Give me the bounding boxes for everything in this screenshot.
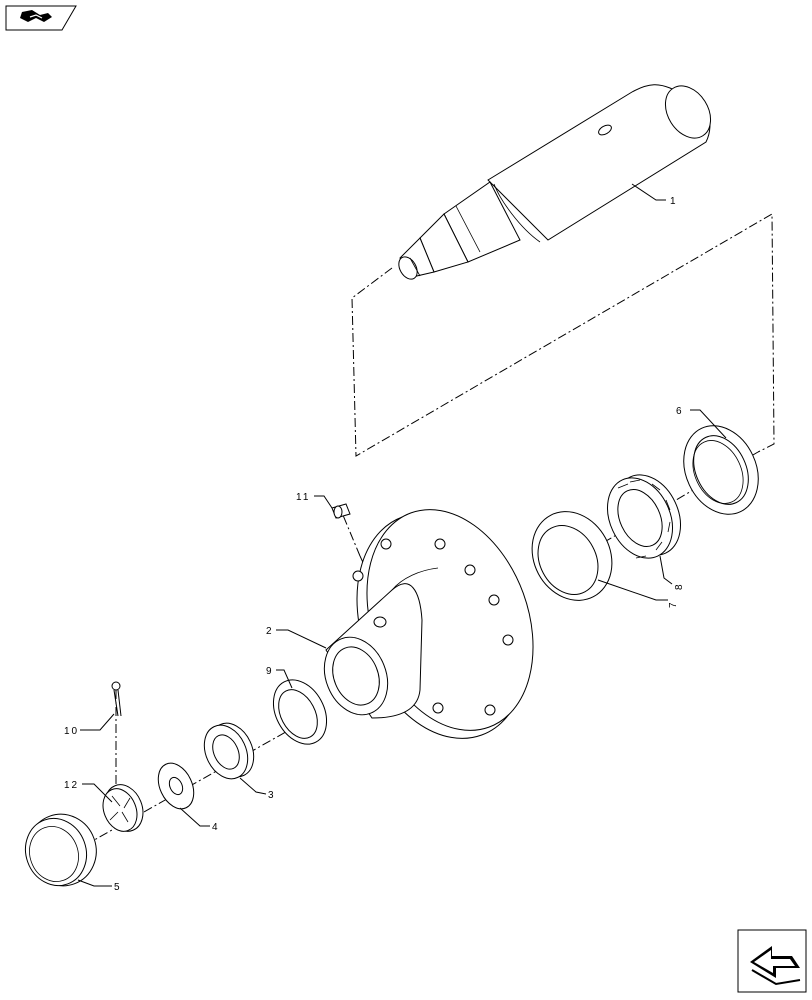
callout-labels: 1 2 3 4 5 6 7 8 9 10 11 12 <box>64 196 685 893</box>
callout-11: 11 <box>296 492 310 503</box>
seal-part-6 <box>683 425 759 515</box>
return-arrow-icon[interactable] <box>737 929 807 993</box>
bearing-cup-part-7 <box>531 511 613 601</box>
grease-fitting-part-11 <box>331 503 351 519</box>
washer-part-4 <box>157 762 195 810</box>
callout-12: 12 <box>64 780 79 791</box>
callout-6: 6 <box>676 406 684 417</box>
cotter-pin-part-10 <box>111 681 122 717</box>
callout-5: 5 <box>114 882 122 893</box>
callout-3: 3 <box>268 790 276 801</box>
callout-1: 1 <box>670 196 678 207</box>
bearing-cup-part-9 <box>272 679 328 745</box>
callout-8: 8 <box>674 582 685 590</box>
leader-lines <box>77 183 727 887</box>
callout-10: 10 <box>64 726 79 737</box>
castle-nut-part-12 <box>102 784 144 832</box>
dust-cap-part-5 <box>25 813 97 887</box>
spindle-shaft <box>398 84 712 280</box>
book-open-icon[interactable] <box>5 5 77 31</box>
bearing-cone-part-8 <box>607 474 681 559</box>
callout-4: 4 <box>212 822 220 833</box>
hub-part-2 <box>323 509 534 739</box>
callout-2: 2 <box>266 626 274 637</box>
bearing-cone-part-3 <box>203 722 255 780</box>
callout-7: 7 <box>668 600 679 608</box>
callout-9: 9 <box>266 666 274 677</box>
